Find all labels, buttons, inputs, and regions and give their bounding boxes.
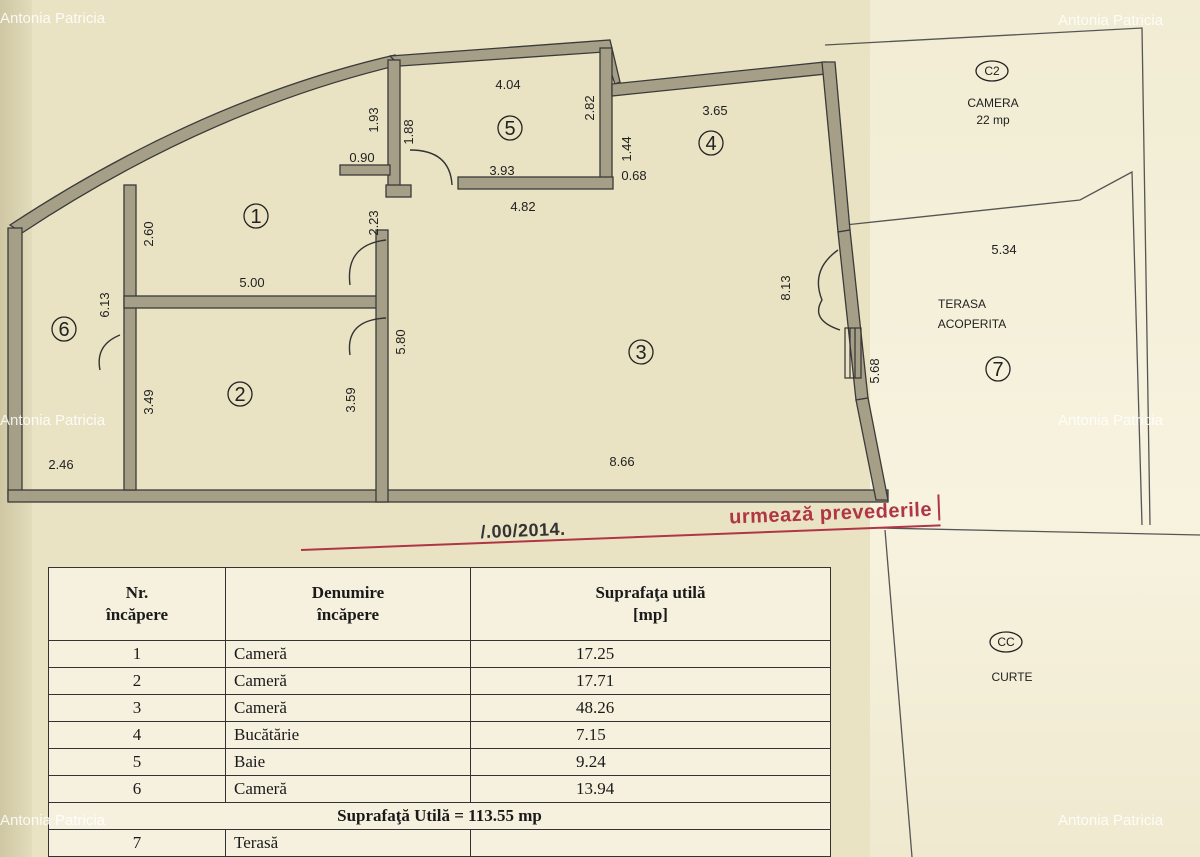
room-1-number: 1 xyxy=(250,206,261,228)
dim-8-13: 8.13 xyxy=(778,275,793,300)
dim-1-93: 1.93 xyxy=(366,107,381,132)
row-name: Bucătărie xyxy=(225,721,471,749)
dim-2-23: 2.23 xyxy=(366,210,381,235)
table-total-row: Suprafaţă Utilă = 113.55 mp xyxy=(48,802,831,830)
door-arcs xyxy=(98,149,841,371)
dim-5-34: 5.34 xyxy=(991,242,1016,257)
row-name: Cameră xyxy=(225,667,471,695)
table-row: 4 Bucătărie 7.15 xyxy=(48,721,831,749)
room-3-number: 3 xyxy=(635,342,646,364)
dim-4-82: 4.82 xyxy=(510,199,535,214)
dim-2-60: 2.60 xyxy=(141,221,156,246)
table-row: 3 Cameră 48.26 xyxy=(48,694,831,722)
dim-5-80: 5.80 xyxy=(393,329,408,354)
room-2-marker xyxy=(227,381,253,407)
paper-sheet-right xyxy=(870,0,1200,857)
table-row: 7 Terasă xyxy=(48,829,831,857)
watermark-top-right: Antonia Patricia xyxy=(1058,12,1164,29)
header-name: Denumire încăpere xyxy=(225,567,471,641)
table-row: 2 Cameră 17.71 xyxy=(48,667,831,695)
header-nr: Nr. încăpere xyxy=(48,567,226,641)
rooms-table: Nr. încăpere Denumire încăpere Suprafaţa… xyxy=(48,567,831,857)
room-markers xyxy=(51,60,1023,653)
dim-8-66: 8.66 xyxy=(609,454,634,469)
dim-3-93: 3.93 xyxy=(489,163,514,178)
total-area: Suprafaţă Utilă = 113.55 mp xyxy=(48,802,831,830)
room-6-marker xyxy=(51,316,77,342)
dim-3-49: 3.49 xyxy=(141,389,156,414)
watermark-bottom-right: Antonia Patricia xyxy=(1058,812,1164,829)
table-row: 5 Baie 9.24 xyxy=(48,748,831,776)
cc-label: CC xyxy=(997,635,1015,649)
row-name: Cameră xyxy=(225,640,471,668)
dim-2-46: 2.46 xyxy=(48,457,73,472)
row-name: Cameră xyxy=(225,775,471,803)
row-nr: 3 xyxy=(48,694,226,722)
room-4-marker xyxy=(698,130,724,156)
dim-5-00: 5.00 xyxy=(239,275,264,290)
table-row: 6 Cameră 13.94 xyxy=(48,775,831,803)
annex-outline xyxy=(824,27,1200,857)
row-name: Terasă xyxy=(225,829,471,857)
row-area: 48.26 xyxy=(470,694,831,722)
stamp-box xyxy=(931,494,941,521)
room-7-number: 7 xyxy=(992,359,1003,381)
room-numbers: 1 2 3 4 5 6 7 xyxy=(58,118,1003,406)
dim-0-68: 0.68 xyxy=(621,168,646,183)
room-3-marker xyxy=(628,339,654,365)
row-nr: 1 xyxy=(48,640,226,668)
header-area: Suprafaţa utilă [mp] xyxy=(470,567,831,641)
plan-walls xyxy=(7,39,889,503)
row-area: 13.94 xyxy=(470,775,831,803)
watermark-bottom-left: Antonia Patricia xyxy=(0,812,106,829)
table-header-row: Nr. încăpere Denumire încăpere Suprafaţa… xyxy=(48,567,831,641)
watermark-mid-right: Antonia Patricia xyxy=(1058,412,1164,429)
row-area: 7.15 xyxy=(470,721,831,749)
dim-1-44: 1.44 xyxy=(619,136,634,161)
room-7-marker xyxy=(985,356,1011,382)
watermark-mid-left: Antonia Patricia xyxy=(0,412,106,429)
row-name: Baie xyxy=(225,748,471,776)
watermark-top-left: Antonia Patricia xyxy=(0,10,106,27)
terasa-line-1: TERASA xyxy=(938,297,986,311)
dim-1-88: 1.88 xyxy=(401,119,416,144)
dim-3-65: 3.65 xyxy=(702,103,727,118)
row-nr: 5 xyxy=(48,748,226,776)
c2-label: C2 xyxy=(984,64,1000,78)
dim-0-90: 0.90 xyxy=(349,150,374,165)
dimension-labels: 1.93 1.88 0.90 4.04 2.82 3.93 1.44 0.68 … xyxy=(48,77,1016,472)
room-1-marker xyxy=(243,203,269,229)
curte-label: CURTE xyxy=(991,670,1032,684)
room-6-number: 6 xyxy=(58,319,69,341)
row-name: Cameră xyxy=(225,694,471,722)
row-nr: 6 xyxy=(48,775,226,803)
camera-area: 22 mp xyxy=(976,113,1010,127)
room-2-number: 2 xyxy=(234,384,245,406)
row-nr: 2 xyxy=(48,667,226,695)
room-5-marker xyxy=(497,115,523,141)
room-5-number: 5 xyxy=(504,118,515,140)
terasa-line-2: ACOPERITA xyxy=(938,317,1006,331)
dim-4-04: 4.04 xyxy=(495,77,520,92)
cc-marker xyxy=(989,631,1023,653)
c2-marker xyxy=(975,60,1009,82)
row-area: 17.71 xyxy=(470,667,831,695)
dim-3-59: 3.59 xyxy=(343,387,358,412)
table-row: 1 Cameră 17.25 xyxy=(48,640,831,668)
terrace-step xyxy=(844,327,862,379)
row-area xyxy=(470,829,831,857)
row-area: 17.25 xyxy=(470,640,831,668)
stamp-date: /.00/2014. xyxy=(480,518,566,543)
annex-labels: C2 CAMERA 22 mp TERASA ACOPERITA CC CURT… xyxy=(938,64,1033,684)
row-nr: 4 xyxy=(48,721,226,749)
camera-label: CAMERA xyxy=(967,96,1018,110)
dim-6-13: 6.13 xyxy=(97,292,112,317)
row-nr: 7 xyxy=(48,829,226,857)
room-4-number: 4 xyxy=(705,133,716,155)
dim-5-68: 5.68 xyxy=(867,358,882,383)
dim-2-82: 2.82 xyxy=(582,95,597,120)
row-area: 9.24 xyxy=(470,748,831,776)
